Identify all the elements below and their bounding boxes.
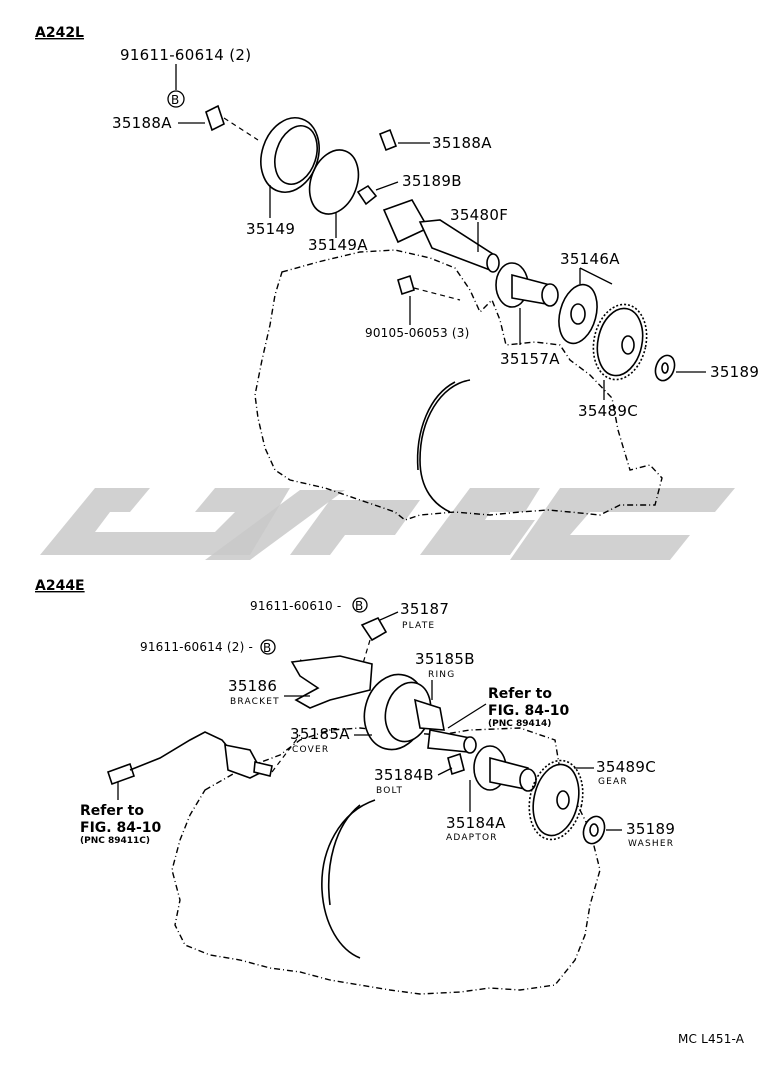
label-35480F: 35480F	[450, 206, 508, 224]
desc-35185B: RING	[428, 670, 455, 680]
desc-35489C-lower: GEAR	[598, 777, 628, 787]
o-ring-35149A	[308, 149, 360, 215]
shaft-lower	[427, 729, 471, 753]
label-35188A-left: 35188A	[112, 114, 172, 132]
gear-35489C	[596, 307, 644, 377]
refer-right-line2: FIG. 84-10	[488, 703, 569, 719]
refer-left-line1: Refer to	[80, 803, 144, 819]
plate-35146A-hole	[570, 303, 586, 325]
bolt-35184B	[447, 752, 465, 776]
washer-35189-lower-hole	[589, 823, 599, 837]
transmission-case-upper	[254, 249, 663, 521]
leader-refer-right	[447, 703, 487, 729]
desc-35184B: BOLT	[376, 786, 403, 796]
washer-35189-upper-hole	[661, 362, 669, 374]
harness-connector	[106, 762, 136, 786]
plate-35187	[360, 616, 388, 642]
bracket-35186	[290, 655, 373, 709]
cover-35185A-boss	[413, 698, 445, 731]
leader-35146A-b	[579, 267, 613, 285]
label-35146A: 35146A	[560, 250, 620, 268]
circle-b-text-lower-1: B	[355, 599, 363, 613]
washer-35189-lower	[582, 815, 606, 845]
bell-opening-inner-lower	[327, 804, 361, 906]
label-35489C-upper: 35489C	[578, 402, 638, 420]
gear-35489C-lower-teeth	[528, 759, 584, 841]
gear-35489C-lower-hub	[556, 790, 570, 810]
plate-35146A	[558, 283, 598, 345]
label-35189B: 35189B	[402, 172, 462, 190]
label-90105-06053: 90105-06053 (3)	[365, 326, 470, 340]
label-91611-60610: 91611-60610 -	[250, 599, 341, 613]
bolt-90105	[397, 274, 415, 296]
seal-35149-inner	[274, 125, 318, 185]
adaptor-end-35184A	[519, 768, 537, 792]
label-91611-60614-upper: 91611-60614 (2)	[120, 46, 251, 64]
shaft-lower-end	[463, 736, 477, 754]
bell-opening-upper	[419, 379, 471, 513]
dash-clip-to-seal	[223, 117, 259, 141]
shaft-35480F-end	[486, 253, 500, 273]
label-35189-lower: 35189	[626, 820, 675, 838]
clip-35189B	[356, 184, 378, 206]
bell-opening-lower	[321, 799, 376, 959]
figure-code: MC L451-A	[678, 1032, 745, 1046]
circle-b-text-lower-2: B	[263, 641, 271, 655]
leader-35189B	[375, 181, 399, 191]
label-35185A: 35185A	[290, 725, 350, 743]
label-91611-60614-lower: 91611-60614 (2) -	[140, 640, 253, 654]
connector-35480F	[382, 199, 430, 244]
washer-35189-upper	[654, 354, 676, 382]
dash-sensor-to-cover	[271, 734, 301, 773]
speed-sensor-tip	[253, 761, 273, 777]
clip-35188A-right	[378, 128, 398, 152]
desc-35187: PLATE	[402, 621, 435, 631]
label-35187: 35187	[400, 600, 449, 618]
shaft-35480F	[418, 219, 498, 272]
label-35185B: 35185B	[415, 650, 475, 668]
upper-section: A242L 91611-60614 (2) B 35188A 35149 351…	[35, 25, 759, 521]
label-35188A-right: 35188A	[432, 134, 492, 152]
label-35189-upper: 35189	[710, 363, 759, 381]
desc-35185A: COVER	[292, 745, 329, 755]
harness-wire	[129, 731, 233, 771]
clip-35188A-left	[205, 104, 225, 132]
circle-b-marker-upper	[167, 90, 185, 108]
gear-35489C-hub	[621, 335, 635, 355]
label-35489C-lower: 35489C	[596, 758, 656, 776]
refer-left-pnc: (PNC 89411C)	[80, 836, 150, 846]
watermark-logo	[40, 488, 735, 560]
lower-section: A244E 91611-60610 - B 35187 PLATE 91611-…	[35, 578, 675, 995]
circle-b-marker-lower-1	[352, 597, 368, 613]
gear-35489C-lower	[532, 763, 580, 837]
label-35186: 35186	[228, 677, 277, 695]
label-35184A: 35184A	[446, 814, 506, 832]
circle-b-text-upper: B	[171, 93, 179, 107]
label-35149A: 35149A	[308, 236, 368, 254]
section-title-lower: A244E	[35, 578, 85, 594]
section-title-upper: A242L	[35, 25, 84, 41]
leader-35187	[379, 611, 399, 621]
desc-35184A: ADAPTOR	[446, 833, 498, 843]
label-35157A: 35157A	[500, 350, 560, 368]
label-35184B: 35184B	[374, 766, 434, 784]
desc-35186: BRACKET	[230, 697, 280, 707]
gear-35489C-teeth	[592, 303, 648, 381]
circle-b-marker-lower-2	[260, 639, 276, 655]
refer-right-pnc: (PNC 89414)	[488, 719, 551, 729]
refer-right-line1: Refer to	[488, 686, 552, 702]
bell-opening-inner-upper	[416, 381, 456, 471]
desc-35189-lower: WASHER	[628, 839, 674, 849]
adaptor-end-35157A	[541, 283, 559, 307]
refer-left-line2: FIG. 84-10	[80, 820, 161, 836]
label-35149: 35149	[246, 220, 295, 238]
speed-sensor	[224, 743, 264, 779]
dash-bolt-90105	[413, 287, 461, 301]
leader-35184B	[437, 767, 453, 776]
